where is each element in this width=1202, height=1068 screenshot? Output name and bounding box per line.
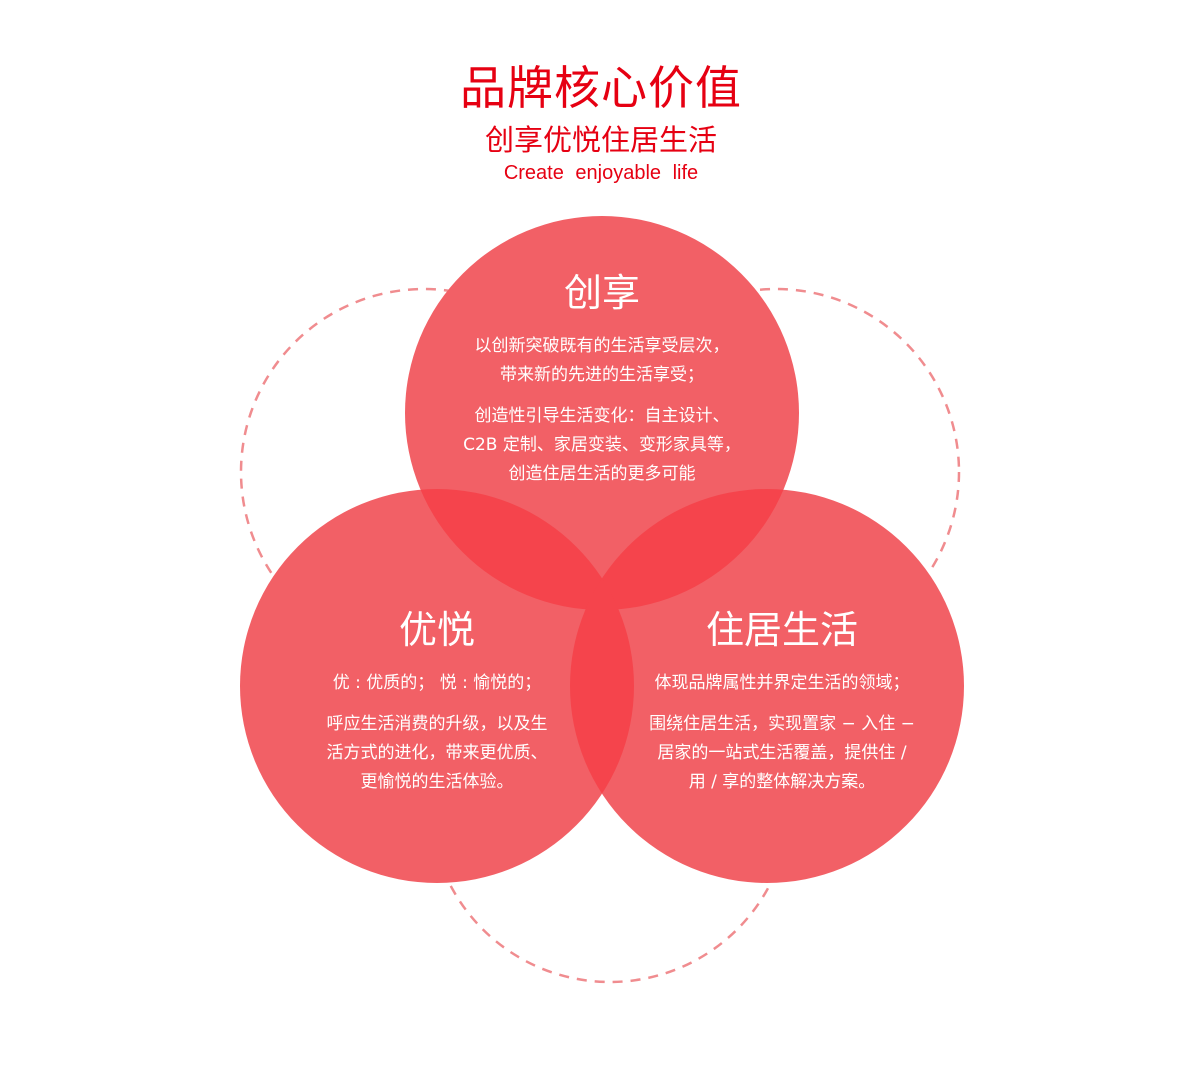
circle-top-content: 创享 以创新突破既有的生活享受层次， 带来新的先进的生活享受； 创造性引导生活变… <box>432 268 772 501</box>
circle-top-heading: 创享 <box>563 271 640 315</box>
circle-right-heading: 住居生活 <box>705 608 858 652</box>
circle-left-paragraph-2: 呼应生活消费的升级，以及生 活方式的进化，带来更优质、 更愉悦的生活体验。 <box>326 714 548 792</box>
circle-right-content: 住居生活 体现品牌属性并界定生活的领域； 围绕住居生活，实现置家 − 入住 − … <box>612 605 952 809</box>
page-tagline: Create enjoyable life <box>503 162 699 184</box>
circle-right-paragraph-1: 体现品牌属性并界定生活的领域； <box>654 673 910 693</box>
circle-left-content: 优悦 优 : 优质的； 悦 : 愉悦的； 呼应生活消费的升级，以及生 活方式的进… <box>282 605 592 809</box>
overlap-top-left <box>405 489 634 610</box>
dashed-ring-right <box>591 287 961 657</box>
circle-top-paragraph-1: 以创新突破既有的生活享受层次， 带来新的先进的生活享受； <box>474 336 730 385</box>
circle-top-text: 以创新突破既有的生活享受层次， 带来新的先进的生活享受； 创造性引导生活变化：自… <box>432 332 772 489</box>
overlap-top-right <box>570 489 799 610</box>
circle-top-paragraph-2: 创造性引导生活变化：自主设计、 C2B 定制、家居变装、变形家具等， 创造住居生… <box>463 406 741 484</box>
circle-left-heading: 优悦 <box>398 608 475 652</box>
circle-left-text: 优 : 优质的； 悦 : 愉悦的； 呼应生活消费的升级，以及生 活方式的进化，带… <box>282 669 592 797</box>
circle-right-text: 体现品牌属性并界定生活的领域； 围绕住居生活，实现置家 − 入住 − 居家的一站… <box>612 669 952 797</box>
page-subtitle: 创享优悦住居生活 <box>484 123 717 157</box>
circle-left-paragraph-1: 优 : 优质的； 悦 : 愉悦的； <box>332 673 542 693</box>
circle-right-paragraph-2: 围绕住居生活，实现置家 − 入住 − 居家的一站式生活覆盖，提供住 / 用 / … <box>649 714 915 792</box>
page-title: 品牌核心价值 <box>460 61 742 115</box>
